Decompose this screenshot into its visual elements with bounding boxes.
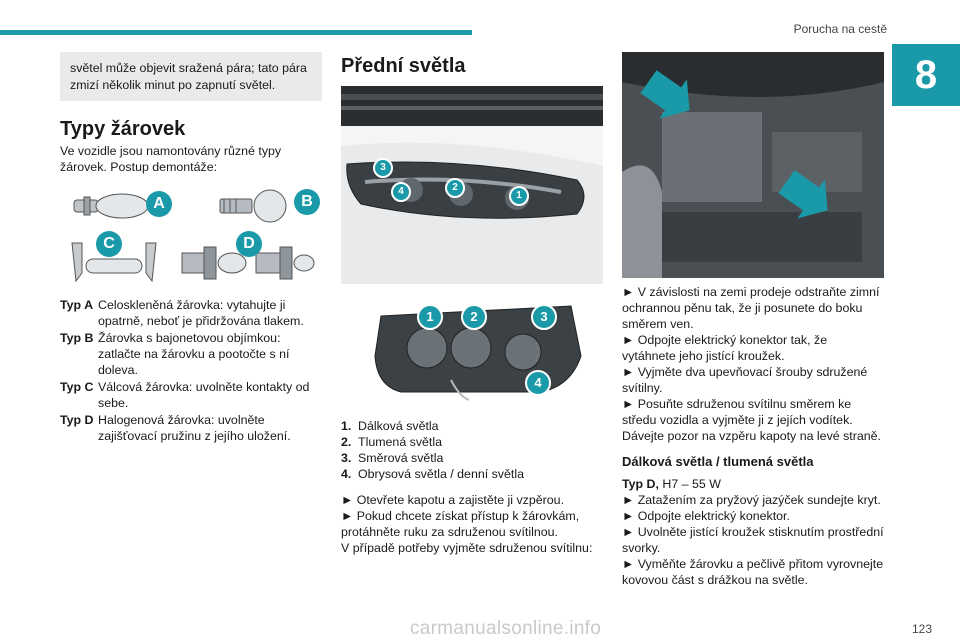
badge-b: B (294, 189, 320, 215)
legend-row: 3. Směrová světla (341, 450, 603, 466)
lamp-legend: 1. Dálková světla 2. Tlumená světla 3. Směr… (341, 418, 603, 482)
page-number: 123 (911, 622, 932, 636)
legend-text: Obrysová světla / denní světla (358, 467, 524, 481)
legend-row: 4. Obrysová světla / denní světla (341, 466, 603, 482)
type-row: Typ A Celoskleněná žárovka: vytahujte ji… (60, 297, 322, 329)
high-low-beam-heading: Dálková světla / tlumená světla (622, 454, 814, 469)
legend-text: Dálková světla (358, 419, 439, 433)
photo-badge-4: 4 (391, 182, 411, 202)
engine-bay-photo (622, 52, 884, 278)
bulb-type-value: H7 – 55 W (658, 477, 721, 491)
type-text: Halogenová žárovka: uvolněte zajišťovací… (98, 413, 291, 443)
bulb-types-intro: Ve vozidle jsou namontovány různé typy ž… (60, 144, 282, 174)
step-line: ► Vyjměte dva upevňovací šrouby sdružené… (622, 365, 868, 395)
rear-badge-2: 2 (461, 304, 487, 330)
type-key: Typ A (60, 298, 94, 312)
rear-badge-1: 1 (417, 304, 443, 330)
type-text: Žárovka s bajonetovou objímkou: zatlačte… (98, 331, 290, 377)
rear-badge-4: 4 (525, 370, 551, 396)
front-lights-heading: Přední světla (341, 55, 466, 77)
legend-key: 3. (341, 451, 352, 465)
bulb-d-image (181, 246, 315, 280)
beam-steps: ► Zatažením za pryžový jazýček sundejte … (622, 492, 884, 588)
step-line: ► Posuňte sdruženou svítilnu směrem ke s… (622, 397, 881, 443)
legend-text: Tlumená světla (358, 435, 443, 449)
header-accent-bar (0, 30, 472, 35)
step-line: ► V závislosti na zemi prodeje odstraňte… (622, 285, 880, 331)
bulb-spec: Typ D, H7 – 55 W (622, 476, 884, 492)
column-middle: Přední světla 3 4 2 1 1 2 3 4 (341, 52, 603, 556)
type-row: Typ D Halogenová žárovka: uvolněte zajiš… (60, 412, 322, 444)
step-line: ► Otevřete kapotu a zajistěte ji vzpěrou… (341, 493, 565, 507)
engine-bay-drawing (622, 52, 884, 278)
step-line: ► Odpojte elektrický konektor. (622, 509, 790, 523)
step-line: ► Zatažením za pryžový jazýček sundejte … (622, 493, 881, 507)
column-left: světel může objevit sražená pára; tato p… (60, 52, 322, 445)
note-box: světel může objevit sražená pára; tato p… (60, 52, 322, 101)
bulb-type-list: Typ A Celoskleněná žárovka: vytahujte ji… (60, 297, 322, 444)
bulb-type-label: Typ D, (622, 477, 659, 491)
step-line: ► Uvolněte jistící kroužek stisknutím pr… (622, 525, 884, 555)
bulb-types-illustration: A B C D (60, 183, 322, 291)
legend-key: 2. (341, 435, 352, 449)
removal-steps: ► V závislosti na zemi prodeje odstraňte… (622, 284, 884, 444)
rear-badge-3: 3 (531, 304, 557, 330)
type-key: Typ D (60, 413, 94, 427)
type-text: Válcová žárovka: uvolněte kontakty od se… (98, 380, 310, 410)
step-line: V případě potřeby vyjměte sdruženou svít… (341, 541, 593, 555)
headlamp-photo: 3 4 2 1 (341, 86, 603, 284)
photo-badge-2: 2 (445, 178, 465, 198)
type-row: Typ B Žárovka s bajonetovou objímkou: za… (60, 330, 322, 378)
section-title: Porucha na cestě (793, 22, 887, 36)
chapter-tab: 8 (892, 44, 960, 106)
bulb-c-image (71, 242, 157, 283)
badge-c: C (96, 231, 122, 257)
step-line: ► Pokud chcete získat přístup k žárovkám… (341, 509, 580, 539)
headlamp-drawing (341, 86, 603, 284)
bulb-b-image (219, 189, 287, 223)
legend-key: 4. (341, 467, 352, 481)
type-text: Celoskleněná žárovka: vytahujte ji opatr… (98, 298, 304, 328)
legend-row: 1. Dálková světla (341, 418, 603, 434)
legend-row: 2. Tlumená světla (341, 434, 603, 450)
type-row: Typ C Válcová žárovka: uvolněte kontakty… (60, 379, 322, 411)
step-line: ► Odpojte elektrický konektor tak, že vy… (622, 333, 828, 363)
bulb-types-heading: Typy žárovek (60, 118, 186, 140)
photo-badge-1: 1 (509, 186, 529, 206)
type-key: Typ C (60, 380, 94, 394)
headlamp-rear-drawing: 1 2 3 4 (341, 296, 603, 404)
badge-d: D (236, 231, 262, 257)
front-lights-steps: ► Otevřete kapotu a zajistěte ji vzpěrou… (341, 492, 603, 556)
photo-badge-3: 3 (373, 158, 393, 178)
step-line: ► Vyměňte žárovku a pečlivě přitom vyrov… (622, 557, 884, 587)
type-key: Typ B (60, 331, 94, 345)
legend-text: Směrová světla (358, 451, 444, 465)
legend-key: 1. (341, 419, 352, 433)
watermark: carmanualsonline.info (410, 618, 602, 639)
column-right: ► V závislosti na zemi prodeje odstraňte… (622, 52, 884, 588)
badge-a: A (146, 191, 172, 217)
